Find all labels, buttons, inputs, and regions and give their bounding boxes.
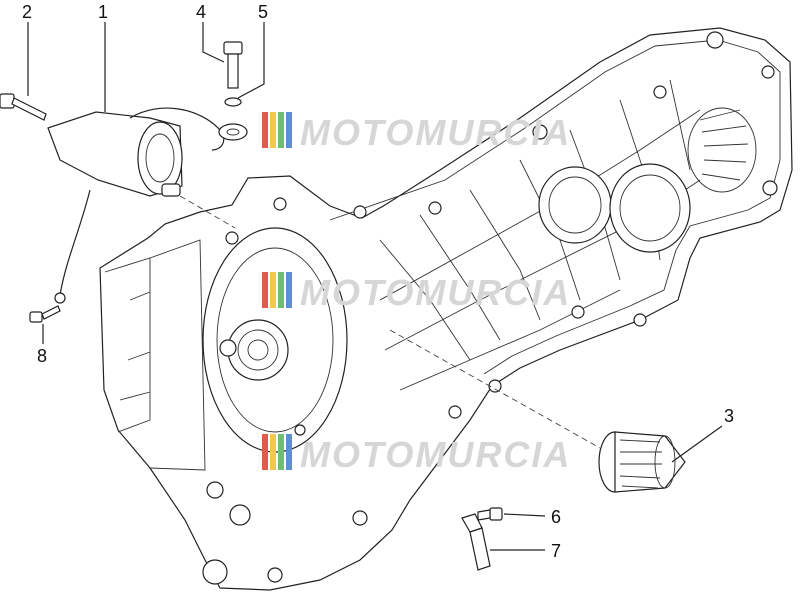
starter-bolt xyxy=(0,93,47,121)
leader-3 xyxy=(671,425,723,463)
callout-3: 3 xyxy=(724,406,734,426)
watermark-middle: MOTOMURCIA xyxy=(262,272,571,313)
gear-assembly xyxy=(598,431,686,493)
watermark-bottom: MOTOMURCIA xyxy=(262,434,571,475)
washer-pair xyxy=(218,97,248,141)
starter-motor xyxy=(47,107,225,304)
callout-6: 6 xyxy=(551,507,561,527)
callout-1: 1 xyxy=(98,2,108,22)
callout-7: 7 xyxy=(551,541,561,561)
watermark-stripes-icon xyxy=(262,434,292,470)
leader-lines xyxy=(27,22,723,551)
callout-5: 5 xyxy=(258,2,268,22)
callout-2: 2 xyxy=(22,2,32,22)
leader-4 xyxy=(202,22,225,63)
top-bolt xyxy=(223,41,243,89)
leader-6 xyxy=(503,513,546,517)
clip-bolt xyxy=(477,507,503,521)
watermark-stripes-icon xyxy=(262,272,292,308)
watermark-stripes-icon xyxy=(262,112,292,148)
watermark-text: MOTOMURCIA xyxy=(300,434,571,475)
starter-axis-line xyxy=(179,195,236,229)
ground-screw xyxy=(29,305,61,323)
bracket-clip xyxy=(461,513,491,571)
callout-4: 4 xyxy=(196,2,206,22)
watermark-top: MOTOMURCIA xyxy=(262,112,571,153)
watermark-text: MOTOMURCIA xyxy=(300,112,571,153)
gear-axis-line xyxy=(389,329,601,449)
leader-5 xyxy=(237,22,265,99)
callout-8: 8 xyxy=(37,346,47,366)
watermark-text: MOTOMURCIA xyxy=(300,272,571,313)
callouts: 1 2 3 4 5 6 7 8 xyxy=(22,2,734,561)
